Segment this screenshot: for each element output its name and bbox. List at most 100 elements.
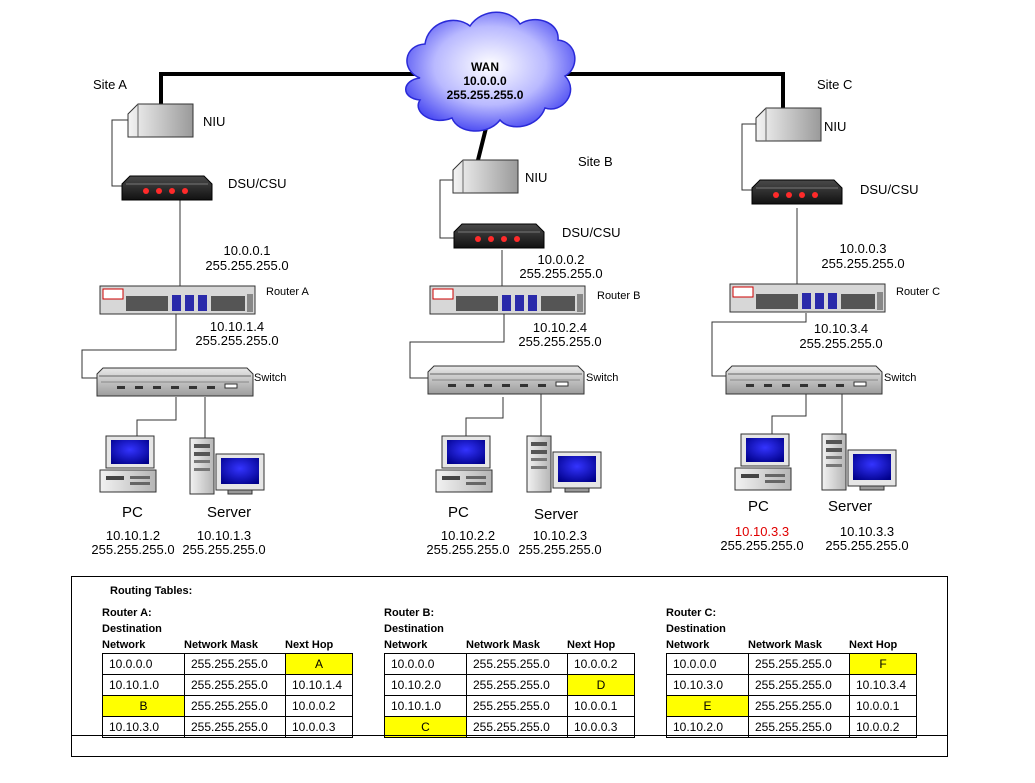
switch-label-c: Switch (884, 372, 917, 384)
niu-label-a: NIU (203, 114, 226, 129)
cell-hop-blank-a: A (285, 653, 353, 675)
wan-ip-a: 10.0.0.1 (223, 243, 271, 258)
server-site-c (821, 433, 897, 491)
pc-site-a (99, 435, 157, 493)
wan-mask: 255.255.255.0 (446, 88, 524, 102)
pc-site-c (734, 433, 792, 491)
lan-ip-b: 10.10.2.4 (532, 320, 588, 335)
cell-mask: 255.255.255.0 (466, 674, 568, 696)
switch-site-b (427, 365, 585, 395)
pc-mask-b: 255.255.255.0 (426, 542, 510, 557)
col-hop: Next Hop (285, 639, 334, 651)
lan-mask-c: 255.255.255.0 (799, 336, 883, 351)
server-label-c: Server (828, 498, 873, 515)
wan-title: WAN (471, 60, 499, 74)
wan-links (159, 72, 785, 161)
table-dest-label: Destination (384, 623, 444, 635)
switch-label-b: Switch (586, 372, 619, 384)
pc-ip-c: 10.10.3.3 (734, 524, 790, 539)
cell-network: 10.0.0.0 (102, 653, 185, 675)
site-a-label: Site A (93, 77, 127, 92)
pc-label-a: PC (122, 504, 143, 521)
col-network: Network (102, 639, 146, 651)
wan-mask-c: 255.255.255.0 (821, 256, 905, 271)
dsu-label-a: DSU/CSU (228, 176, 287, 191)
routing-tables-title: Routing Tables: (110, 585, 193, 597)
server-ip-b: 10.10.2.3 (532, 528, 588, 543)
server-mask-b: 255.255.255.0 (518, 542, 602, 557)
cell-hop: 10.10.3.4 (849, 674, 917, 696)
server-label-a: Server (207, 504, 252, 521)
table-name: Router A: (102, 607, 152, 619)
router-label-a: Router A (266, 286, 309, 298)
server-site-a (189, 437, 265, 495)
cell-mask: 255.255.255.0 (466, 716, 568, 738)
switch-site-c (725, 365, 883, 395)
col-mask: Network Mask (748, 639, 822, 651)
dsu-csu-site-a (121, 175, 213, 201)
router-label-b: Router B (597, 290, 641, 302)
routing-table-router-a: Router A: Destination Network Network Ma… (102, 605, 353, 738)
cell-network: 10.10.1.0 (102, 674, 185, 696)
pc-ip-b: 10.10.2.2 (440, 528, 496, 543)
cell-mask: 255.255.255.0 (184, 695, 286, 717)
routing-tables-panel: Routing Tables: Router A: Destination Ne… (71, 576, 948, 757)
wan-ip-b: 10.0.0.2 (537, 252, 585, 267)
table-dest-label: Destination (102, 623, 162, 635)
site-c-label: Site C (817, 77, 853, 92)
table-name: Router C: (666, 607, 717, 619)
pc-mask-c: 255.255.255.0 (720, 538, 804, 553)
pc-site-b (435, 435, 493, 493)
cell-hop-blank-d: D (567, 674, 635, 696)
cell-network: 10.10.3.0 (102, 716, 185, 738)
routing-table-router-c: Router C: Destination Network Network Ma… (666, 605, 917, 738)
cell-hop: 10.10.1.4 (285, 674, 353, 696)
server-site-b (526, 435, 602, 493)
dsu-label-b: DSU/CSU (562, 225, 621, 240)
server-mask-a: 255.255.255.0 (182, 542, 266, 557)
lan-ip-c: 10.10.3.4 (813, 321, 869, 336)
server-label-b: Server (534, 506, 579, 523)
cell-network: 10.10.3.0 (666, 674, 749, 696)
pc-label-c: PC (748, 498, 769, 515)
cell-mask: 255.255.255.0 (466, 653, 568, 675)
dsu-csu-site-b (453, 223, 545, 249)
table-column-headers: Network Network Mask Next Hop (666, 637, 917, 653)
cell-mask: 255.255.255.0 (748, 653, 850, 675)
server-ip-a: 10.10.1.3 (196, 528, 252, 543)
niu-label-c: NIU (824, 119, 847, 134)
niu-site-a (127, 103, 194, 138)
cell-network: 10.0.0.0 (666, 653, 749, 675)
wan-label: WAN 10.0.0.0 255.255.255.0 (447, 60, 524, 102)
table-column-headers: Network Network Mask Next Hop (384, 637, 635, 653)
cell-hop: 10.0.0.1 (567, 695, 635, 717)
switch-label-a: Switch (254, 372, 287, 384)
wan-mask-a: 255.255.255.0 (205, 258, 289, 273)
cell-network: 10.0.0.0 (384, 653, 467, 675)
cell-mask: 255.255.255.0 (748, 716, 850, 738)
col-hop: Next Hop (567, 639, 616, 651)
lan-mask-a: 255.255.255.0 (195, 333, 279, 348)
niu-site-b (452, 159, 519, 194)
server-mask-c: 255.255.255.0 (825, 538, 909, 553)
cell-hop: 10.0.0.3 (567, 716, 635, 738)
site-b-label: Site B (578, 154, 613, 169)
cell-network: 10.10.2.0 (384, 674, 467, 696)
cell-mask: 255.255.255.0 (184, 716, 286, 738)
niu-site-c (755, 107, 822, 142)
cell-network-blank-b: B (102, 695, 185, 717)
lan-ip-a: 10.10.1.4 (209, 319, 265, 334)
